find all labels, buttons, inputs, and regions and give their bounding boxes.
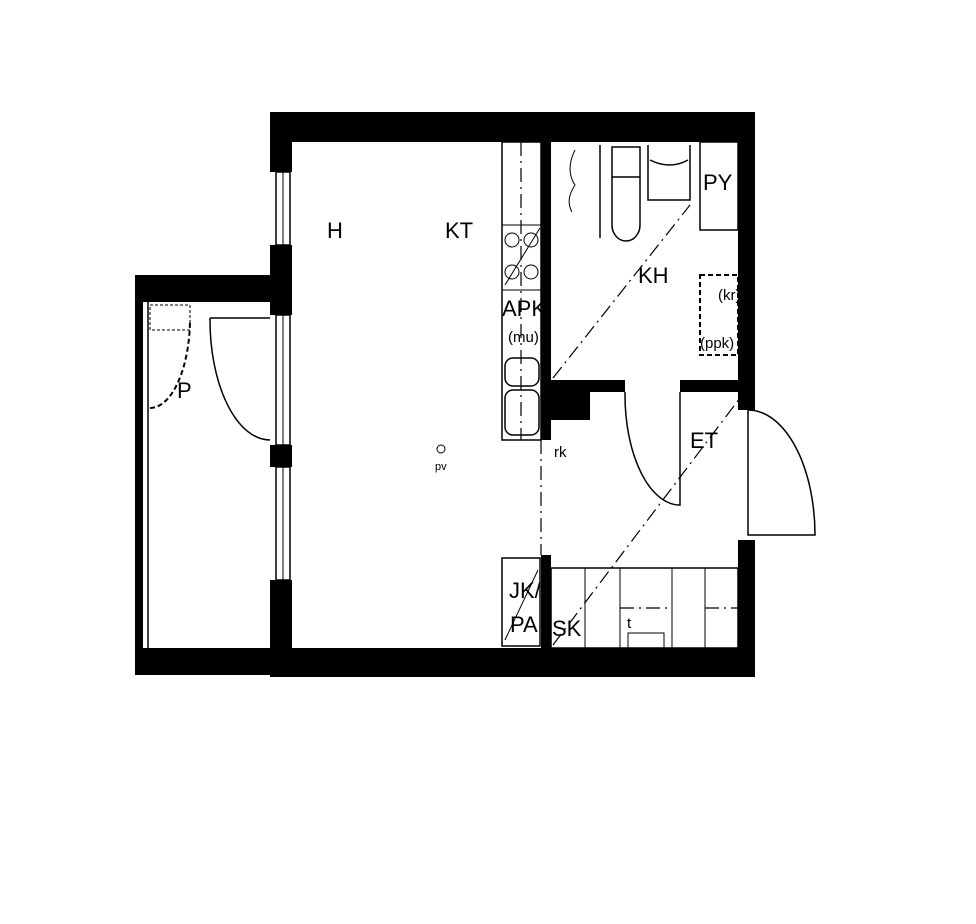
- room-label-hall: ET: [690, 428, 718, 453]
- fixture-washing-machine: PY: [703, 170, 733, 195]
- fixture-drying-cabinet: (ppk): [700, 335, 734, 352]
- kitchen-counter: [501, 141, 542, 555]
- fixture-dishwasher: APK: [502, 296, 546, 321]
- bathroom-fixtures: [552, 141, 741, 646]
- fixture-microwave: (mu): [508, 329, 539, 346]
- windows: [147, 171, 291, 648]
- fixture-fridge-top: JK/: [509, 578, 542, 603]
- fixture-dryer: (kr): [718, 287, 741, 304]
- fixture-ventilation: pv: [435, 461, 447, 473]
- walls: [135, 112, 755, 677]
- fixture-wardrobe: SK: [552, 616, 582, 641]
- fixture-shelf: t: [627, 615, 632, 632]
- fixture-fridge-bottom: PA: [510, 612, 538, 637]
- room-label-bathroom: KH: [638, 263, 669, 288]
- room-label-kitchen: KT: [445, 218, 473, 243]
- wardrobes: [436, 444, 739, 649]
- room-label-balcony: P: [177, 378, 192, 403]
- fixture-cleaning-closet: rk: [554, 444, 567, 461]
- doors: [149, 304, 816, 536]
- room-label-living: H: [327, 218, 343, 243]
